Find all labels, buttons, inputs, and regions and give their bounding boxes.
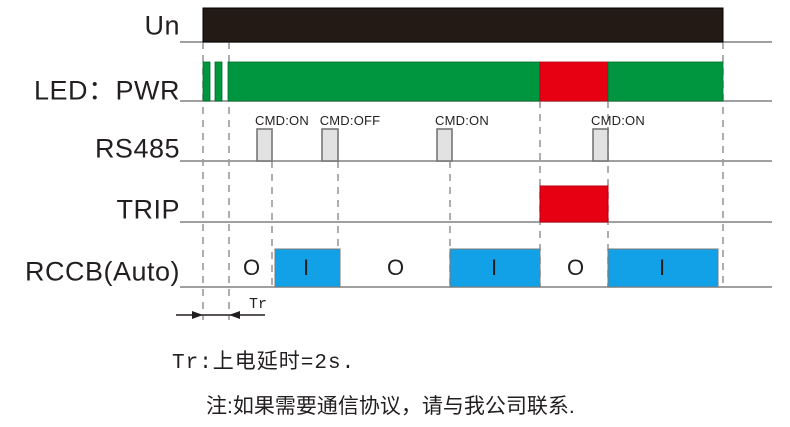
rs485-pulse-1 [256, 128, 273, 162]
row-label-trip: TRIP [116, 194, 180, 225]
rs485-pulse-4 [592, 128, 609, 162]
led-blink-1 [202, 61, 211, 102]
rccb-state-open-3: O [567, 255, 585, 280]
rccb-waveform [274, 248, 719, 288]
row-label-un: Un [144, 10, 180, 41]
cmd-label-4: CMD:ON [591, 113, 645, 128]
cmd-label-1: CMD:ON [255, 113, 309, 128]
rccb-closed-2 [449, 248, 541, 288]
rccb-state-open-1: O [243, 255, 261, 280]
rs485-waveform [256, 128, 609, 162]
un-waveform [202, 7, 724, 43]
rccb-state-open-2: O [387, 255, 405, 280]
rccb-state-closed-2: I [491, 255, 498, 280]
row-label-rccb: RCCB(Auto) [24, 256, 180, 287]
led-waveform [202, 61, 724, 102]
cmd-label-2: CMD:OFF [319, 113, 381, 128]
note-protocol: 注:如果需要通信协议，请与我公司联系. [206, 395, 575, 418]
tr-dimension-label: Tr [249, 296, 268, 313]
led-on-segment-2 [607, 61, 724, 102]
led-blink-2 [214, 61, 223, 102]
note-tr-delay: Tr:上电延时=2s. [172, 352, 356, 375]
row-label-rs485: RS485 [94, 133, 180, 164]
rccb-closed-3 [607, 248, 719, 288]
un-high-segment [202, 7, 724, 43]
trip-high-segment [539, 185, 609, 223]
row-label-led: LED：PWR [33, 75, 180, 106]
trip-waveform [539, 185, 609, 223]
rccb-closed-1 [274, 248, 341, 288]
tr-arrow-left [192, 311, 203, 319]
rs485-pulse-2 [321, 128, 339, 162]
tr-arrow-right [229, 311, 240, 319]
rccb-state-closed-1: I [303, 255, 310, 280]
cmd-label-3: CMD:ON [435, 113, 489, 128]
led-on-segment-1 [227, 61, 541, 102]
led-fault-segment [539, 61, 609, 102]
rs485-pulse-3 [436, 128, 453, 162]
tr-dimension [176, 311, 265, 319]
rccb-state-closed-3: I [659, 255, 666, 280]
